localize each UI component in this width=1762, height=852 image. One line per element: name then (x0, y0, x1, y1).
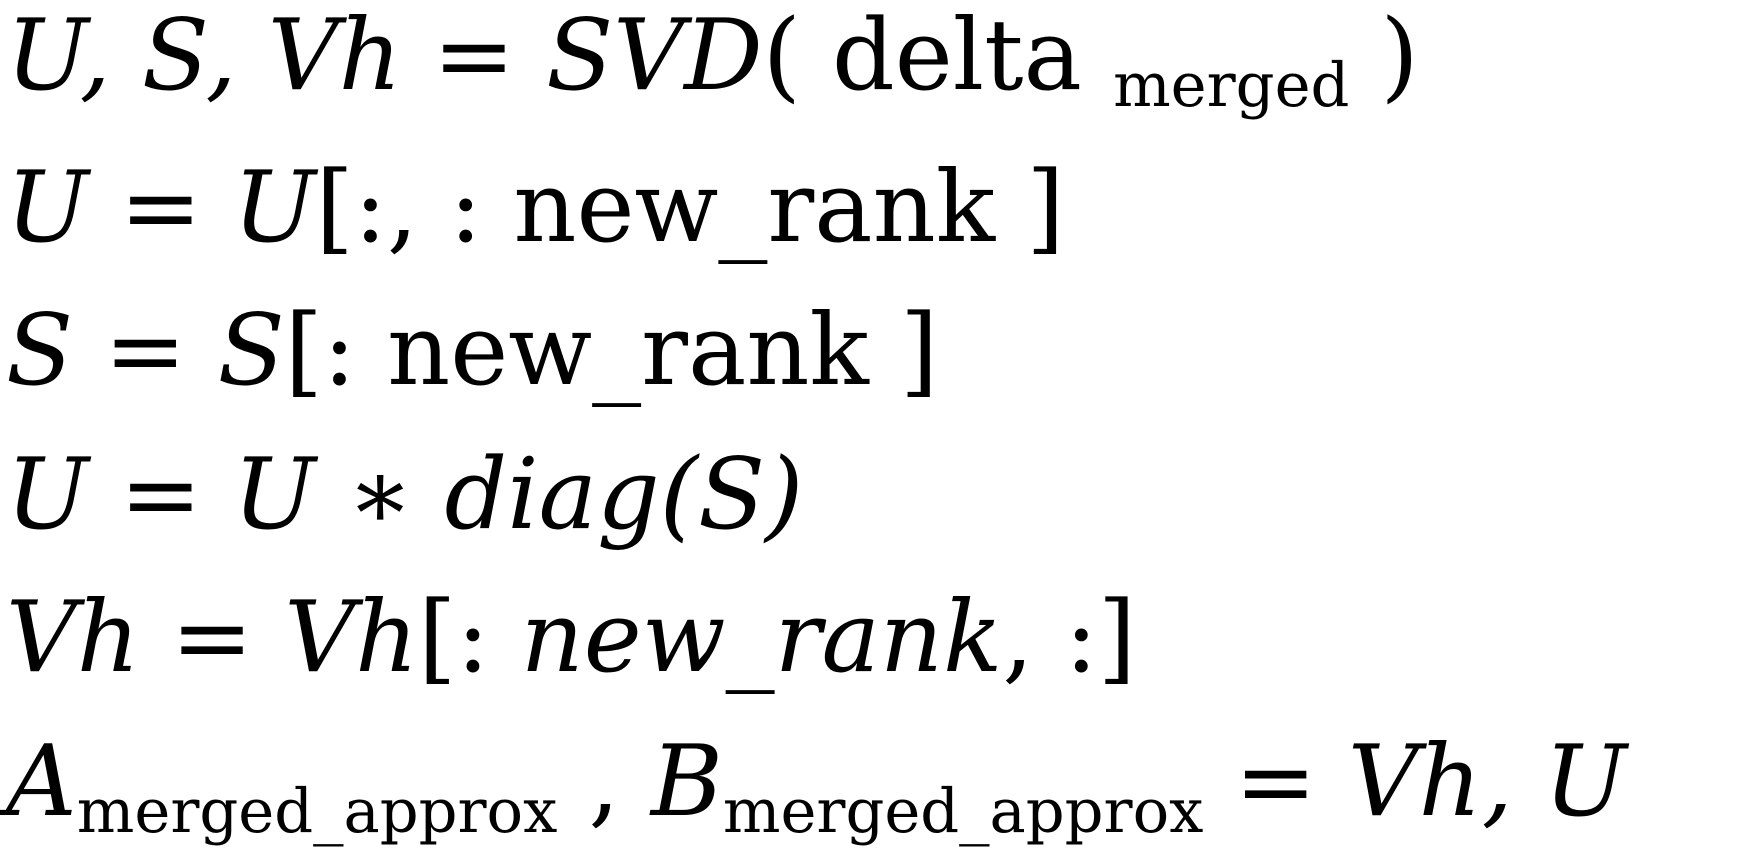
equation-line-svd: U, S, Vh = SVD( delta merged ) (6, 0, 1762, 121)
math-segment-new-rank: new_rank (387, 294, 869, 409)
equation-line-vh-truncate: Vh = Vh[: new_rank, :] (6, 584, 1762, 694)
math-segment: [: (418, 581, 521, 696)
math-segment-diag: diag(S) (444, 437, 804, 552)
math-segment: [:, : (315, 150, 514, 265)
math-segment: ] (868, 294, 939, 409)
math-segment-new-rank: new_rank (520, 581, 1003, 696)
math-segment: ( (762, 0, 833, 113)
math-segment: S (6, 294, 74, 409)
math-segment: U, S, Vh (6, 0, 402, 113)
math-segment: Vh (284, 581, 419, 696)
equation-line-u-truncate: U = U[:, : new_rank ] (6, 150, 1762, 265)
math-segment: ) (1349, 0, 1419, 113)
equation-line-s-truncate: S = S[: new_rank ] (6, 294, 1762, 409)
equation-line-u-scale: U = U ∗ diag(S) (6, 437, 1762, 552)
math-segment: = (401, 0, 547, 113)
math-segment: U (233, 150, 316, 265)
subscript-merged-approx: merged_approx (722, 776, 1204, 847)
math-segment: S (217, 294, 285, 409)
math-segment: A (6, 724, 77, 839)
math-segment: = (139, 581, 285, 696)
math-segment: , (557, 724, 651, 839)
math-segment: delta (832, 0, 1114, 113)
math-segment: [: (284, 294, 388, 409)
math-segment: = (73, 294, 218, 409)
math-segment: Vh (6, 581, 140, 696)
math-segment: = (88, 150, 234, 265)
math-segment: SVD (546, 0, 763, 113)
math-segment: = (1203, 724, 1348, 839)
asterisk-operator: ∗ (315, 437, 445, 552)
subscript-merged-approx: merged_approx (76, 776, 558, 847)
equation-line-ab-assign: Amerged_approx , Bmerged_approx = Vh, U (6, 724, 1762, 847)
subscript-merged: merged (1113, 51, 1350, 121)
math-segment: U (6, 150, 89, 265)
math-segment: B (650, 724, 723, 839)
math-segment: U (233, 437, 316, 552)
math-segment: U (6, 437, 89, 552)
math-segment: Vh, U (1347, 724, 1627, 839)
math-segment: , :] (1002, 581, 1136, 696)
math-segment-new-rank: new_rank (513, 150, 996, 265)
math-segment: ] (995, 150, 1065, 265)
math-segment: = (88, 437, 234, 552)
